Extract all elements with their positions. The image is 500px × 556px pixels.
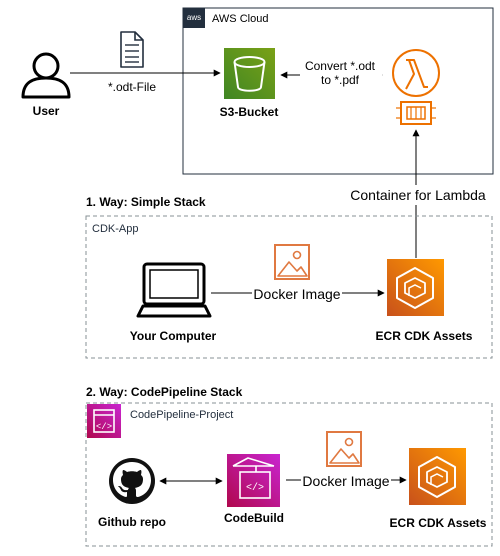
- file-icon: [120, 31, 144, 68]
- way1-title: 1. Way: Simple Stack: [86, 195, 206, 209]
- user-icon: [21, 52, 71, 99]
- svg-text:</>: </>: [96, 422, 112, 432]
- way2-title: 2. Way: CodePipeline Stack: [86, 385, 243, 399]
- codepipeline-icon: [87, 404, 121, 438]
- github-label: Github repo: [98, 515, 166, 529]
- svg-text:</>: </>: [246, 482, 264, 494]
- convert-label-line1: Convert *.odt: [305, 59, 376, 73]
- docker-image-label: Docker Image: [253, 286, 340, 302]
- docker-image-icon-2: [326, 431, 362, 467]
- aws-logo-icon: [183, 8, 205, 28]
- lambda-icon: [392, 49, 440, 97]
- docker-image-label-2: Docker Image: [302, 473, 389, 489]
- file-label: *.odt-File: [108, 80, 156, 94]
- docker-image-label-2-bg: [301, 472, 391, 489]
- docker-image-icon: [274, 244, 310, 280]
- ecr-icon: [387, 259, 444, 316]
- computer-label: Your Computer: [130, 329, 217, 343]
- cdk-app-group: CDK-App: [85, 215, 493, 359]
- computer-icon: [136, 262, 212, 318]
- github-icon: [109, 458, 155, 504]
- aws-cloud-group: aws AWS Cloud: [182, 7, 494, 175]
- docker-image-label-bg: [252, 285, 342, 302]
- codepipeline-group: </> CodePipeline-Project: [85, 402, 493, 547]
- convert-label-line2: to *.pdf: [321, 73, 360, 87]
- ecr-label-2: ECR CDK Assets: [390, 516, 487, 530]
- s3-bucket-icon: [224, 48, 275, 99]
- s3-label: S3-Bucket: [220, 105, 279, 119]
- cdk-app-label: CDK-App: [92, 223, 138, 235]
- container-label: Container for Lambda: [350, 187, 486, 203]
- codepipeline-label: CodePipeline-Project: [130, 409, 233, 421]
- aws-badge: aws: [187, 13, 201, 22]
- container-chip-icon: [396, 101, 436, 125]
- ecr-label: ECR CDK Assets: [376, 329, 473, 343]
- aws-cloud-label: AWS Cloud: [212, 13, 268, 25]
- codebuild-label: CodeBuild: [224, 511, 284, 525]
- container-label-bg: [348, 185, 488, 205]
- user-label: User: [33, 104, 60, 118]
- ecr-icon-2: [409, 448, 466, 505]
- convert-label-bg: [300, 58, 382, 88]
- codebuild-icon: </>: [227, 454, 280, 507]
